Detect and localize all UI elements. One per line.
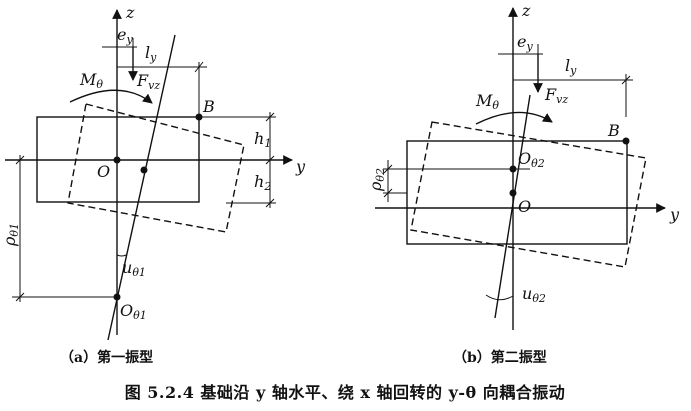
u-arc-a (116, 254, 127, 257)
rho-label-a: ρθ1 (0, 223, 21, 247)
ey-label-a: ey (117, 25, 133, 46)
F-label-b: Fvz (544, 85, 568, 106)
Otheta-label-a: Oθ1 (120, 301, 147, 322)
point-O-a (113, 156, 121, 164)
rotated-axis-a (107, 34, 176, 341)
panel-a: z y B O ey ly Fvz Mθ (0, 3, 306, 366)
B-label-b: B (607, 121, 620, 140)
h-tick1-a (265, 112, 275, 122)
rho-tick1-b (383, 164, 393, 174)
F-label-a: Fvz (136, 71, 160, 92)
h-tick3-a (265, 198, 275, 208)
ey-label-b: ey (517, 32, 533, 53)
h1-label-a: h1 (254, 129, 271, 150)
u-label-a: uθ1 (122, 258, 146, 279)
M-label-a: Mθ (79, 70, 103, 91)
point-O-b (509, 189, 517, 197)
O-label-b: O (518, 197, 531, 216)
rotated-axis-b (494, 94, 531, 319)
z-label-a: z (125, 3, 135, 22)
ly-label-a: ly (145, 43, 157, 64)
O-label-a: O (97, 162, 110, 181)
y-label-b: y (669, 205, 680, 224)
subtitle-a: （a）第一振型 (60, 349, 153, 366)
figure-caption: 图 5.2.4 基础沿 y 轴水平、绕 x 轴回转的 y-θ 向耦合振动 (125, 383, 566, 402)
moment-arc-a (69, 89, 153, 104)
rho-tick2-b (383, 188, 393, 198)
rho-label-b: ρθ2 (366, 168, 387, 192)
displaced-block-b (410, 121, 647, 268)
u-arc-b (485, 294, 514, 301)
ly-tick-a (194, 61, 204, 73)
rho-tick2-a (15, 292, 25, 302)
u-label-b: uθ2 (522, 284, 546, 305)
foundation-block-b (406, 140, 628, 245)
h-tick2-a (265, 155, 275, 165)
h2-label-a: h2 (254, 172, 271, 193)
z-label-b: z (521, 1, 531, 20)
point-B-b (622, 137, 630, 145)
moment-arc-b (475, 111, 553, 125)
subtitle-b: （b）第二振型 (453, 349, 547, 366)
rho-tick1-a (15, 155, 25, 165)
displaced-block-a (67, 103, 245, 233)
panel-b: z y B O Oθ2 ey ly Fvz Mθ (366, 1, 680, 366)
point-mid-a (140, 166, 148, 174)
y-label-a: y (295, 157, 306, 176)
M-label-b: Mθ (475, 91, 499, 112)
ly-label-b: ly (565, 56, 577, 77)
ly-tick-b (621, 75, 631, 85)
B-label-a: B (202, 97, 215, 116)
point-Otheta-b (509, 165, 517, 173)
Otheta-label-b: Oθ2 (518, 149, 545, 170)
